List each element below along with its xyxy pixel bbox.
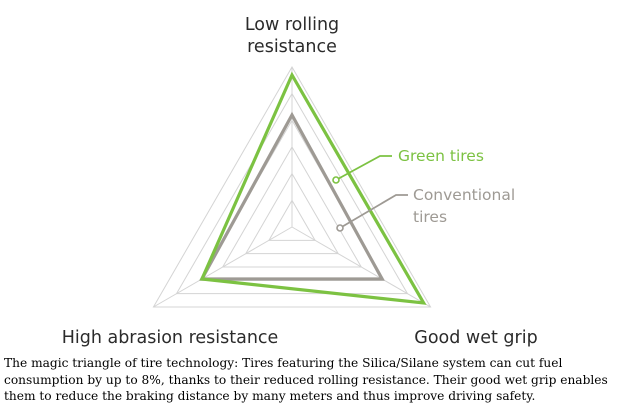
axis-label-0-line-0: Low rolling <box>245 15 339 35</box>
grid-ring-2 <box>244 172 340 255</box>
legend-marker-0 <box>332 176 340 184</box>
series-1-polygon <box>199 111 385 281</box>
axis-label-2-line-0: High abrasion resistance <box>62 328 279 348</box>
legend-label-1-line-0: Conventional <box>413 186 515 204</box>
legend-leader-1 <box>339 194 408 229</box>
grid-spoke-2 <box>153 226 293 308</box>
grid-ring-1 <box>268 199 316 241</box>
grid-ring-3 <box>221 146 363 268</box>
radar-grid <box>152 65 432 308</box>
series-0-polygon <box>199 71 427 305</box>
grid-spoke-1 <box>291 226 431 308</box>
legend-label-1-line-1: tires <box>413 208 447 226</box>
legend-marker-1 <box>336 224 344 232</box>
grid-ring-5 <box>175 92 409 295</box>
grid-ring-6 <box>152 65 432 308</box>
legend-label-0-line-0: Green tires <box>398 147 484 165</box>
legend-leader-0 <box>335 155 392 181</box>
axis-label-1-line-0: Good wet grip <box>414 328 537 348</box>
figure-caption: The magic triangle of tire technology: T… <box>4 356 608 403</box>
axis-label-0-line-1: resistance <box>247 37 337 57</box>
radar-series <box>199 71 427 305</box>
